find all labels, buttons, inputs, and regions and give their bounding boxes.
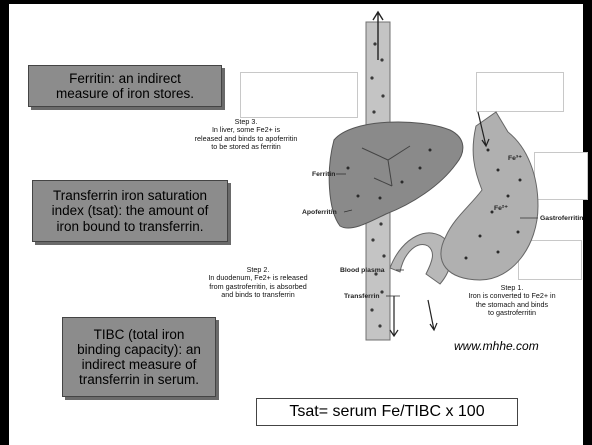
step-3-note: Step 3. In liver, some Fe2+ is released … — [170, 118, 322, 151]
down-arrow — [390, 296, 398, 336]
tibc-callout: TIBC (total iron binding capacity): an i… — [62, 317, 216, 397]
step-2-note: Step 2. In duodenum, Fe2+ is released fr… — [188, 266, 328, 299]
label-gastroferritin: Gastroferritin — [540, 215, 583, 222]
label-fe2: Fe²⁺ — [494, 205, 508, 212]
image-credit: www.mhhe.com — [454, 339, 539, 353]
label-transferrin: Transferrin — [344, 293, 380, 300]
label-apoferritin: Apoferritin — [302, 209, 337, 216]
tsat-formula: Tsat= serum Fe/TIBC x 100 — [256, 398, 518, 426]
label-ferritin: Ferritin — [312, 171, 335, 178]
absorption-arrow — [428, 300, 437, 330]
liver — [329, 122, 463, 228]
step-1-note: Step 1. Iron is converted to Fe2+ in the… — [450, 284, 574, 317]
ferritin-callout: Ferritin: an indirect measure of iron st… — [28, 65, 222, 107]
label-blood-plasma: Blood plasma — [340, 267, 385, 274]
label-fe3: Fe³⁺ — [508, 155, 522, 162]
tsat-callout: Transferrin iron saturation index (tsat)… — [32, 180, 228, 242]
